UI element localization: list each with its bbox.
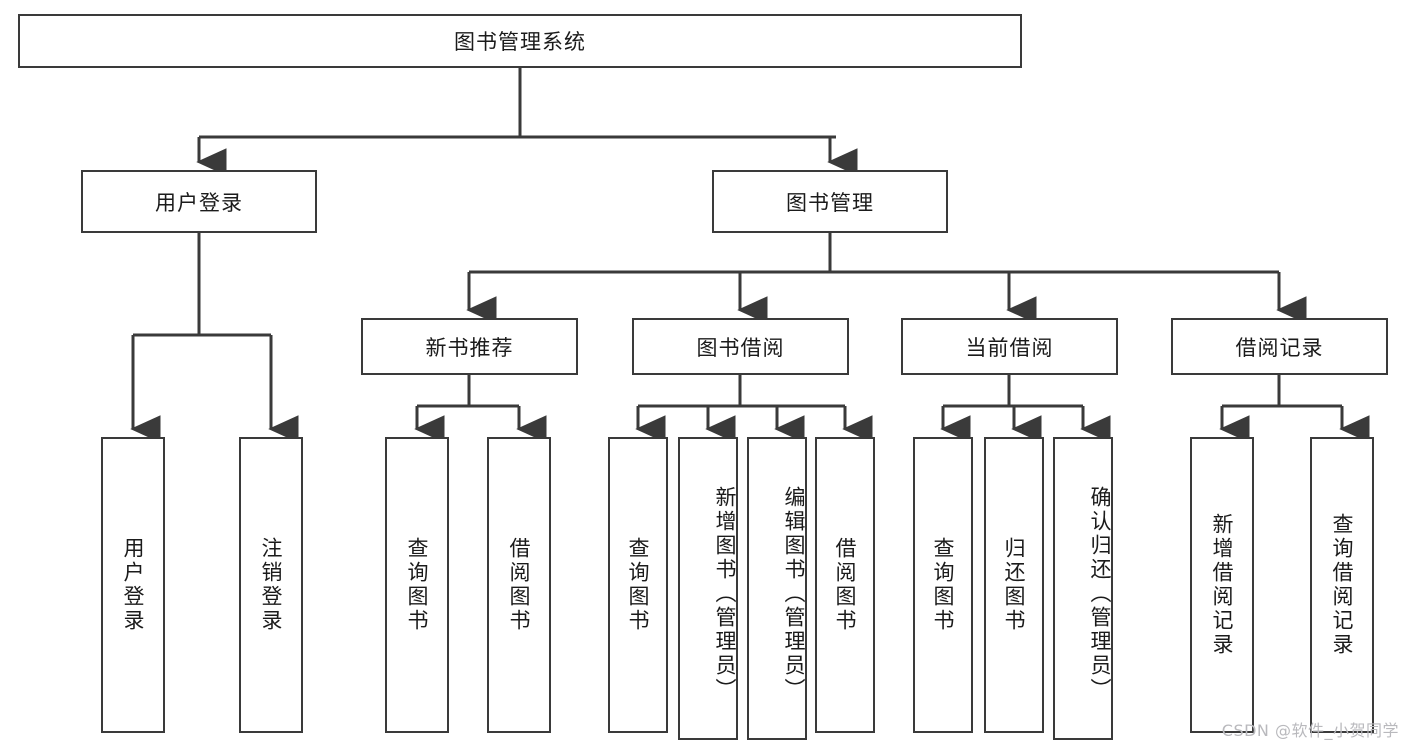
node-leaf-edit-book-admin[interactable]: 编辑图书（管理员） — [747, 437, 807, 740]
node-leaf-query-book-rec[interactable]: 查询图书 — [385, 437, 449, 733]
node-leaf-query-book-borrow[interactable]: 查询图书 — [608, 437, 668, 733]
node-leaf-borrow-book-rec[interactable]: 借阅图书 — [487, 437, 551, 733]
node-leaf-add-borrow-record[interactable]: 新增借阅记录 — [1190, 437, 1254, 733]
node-leaf-confirm-return-admin[interactable]: 确认归还（管理员） — [1053, 437, 1113, 740]
node-root[interactable]: 图书管理系统 — [18, 14, 1022, 68]
node-leaf-borrow-book[interactable]: 借阅图书 — [815, 437, 875, 733]
node-level3-current-borrow[interactable]: 当前借阅 — [901, 318, 1118, 375]
node-leaf-logout[interactable]: 注销登录 — [239, 437, 303, 733]
node-level3-book-borrow[interactable]: 图书借阅 — [632, 318, 849, 375]
node-level3-borrow-record[interactable]: 借阅记录 — [1171, 318, 1388, 375]
node-leaf-query-borrow-record[interactable]: 查询借阅记录 — [1310, 437, 1374, 733]
node-leaf-add-book-admin[interactable]: 新增图书（管理员） — [678, 437, 738, 740]
watermark-text: CSDN @软件_小贺同学 — [1221, 721, 1399, 740]
node-level3-new-book-recommend[interactable]: 新书推荐 — [361, 318, 578, 375]
node-level2-book-management[interactable]: 图书管理 — [712, 170, 948, 233]
node-leaf-return-book[interactable]: 归还图书 — [984, 437, 1044, 733]
node-level2-user-login[interactable]: 用户登录 — [81, 170, 317, 233]
node-leaf-query-book-current[interactable]: 查询图书 — [913, 437, 973, 733]
node-leaf-user-login[interactable]: 用户登录 — [101, 437, 165, 733]
